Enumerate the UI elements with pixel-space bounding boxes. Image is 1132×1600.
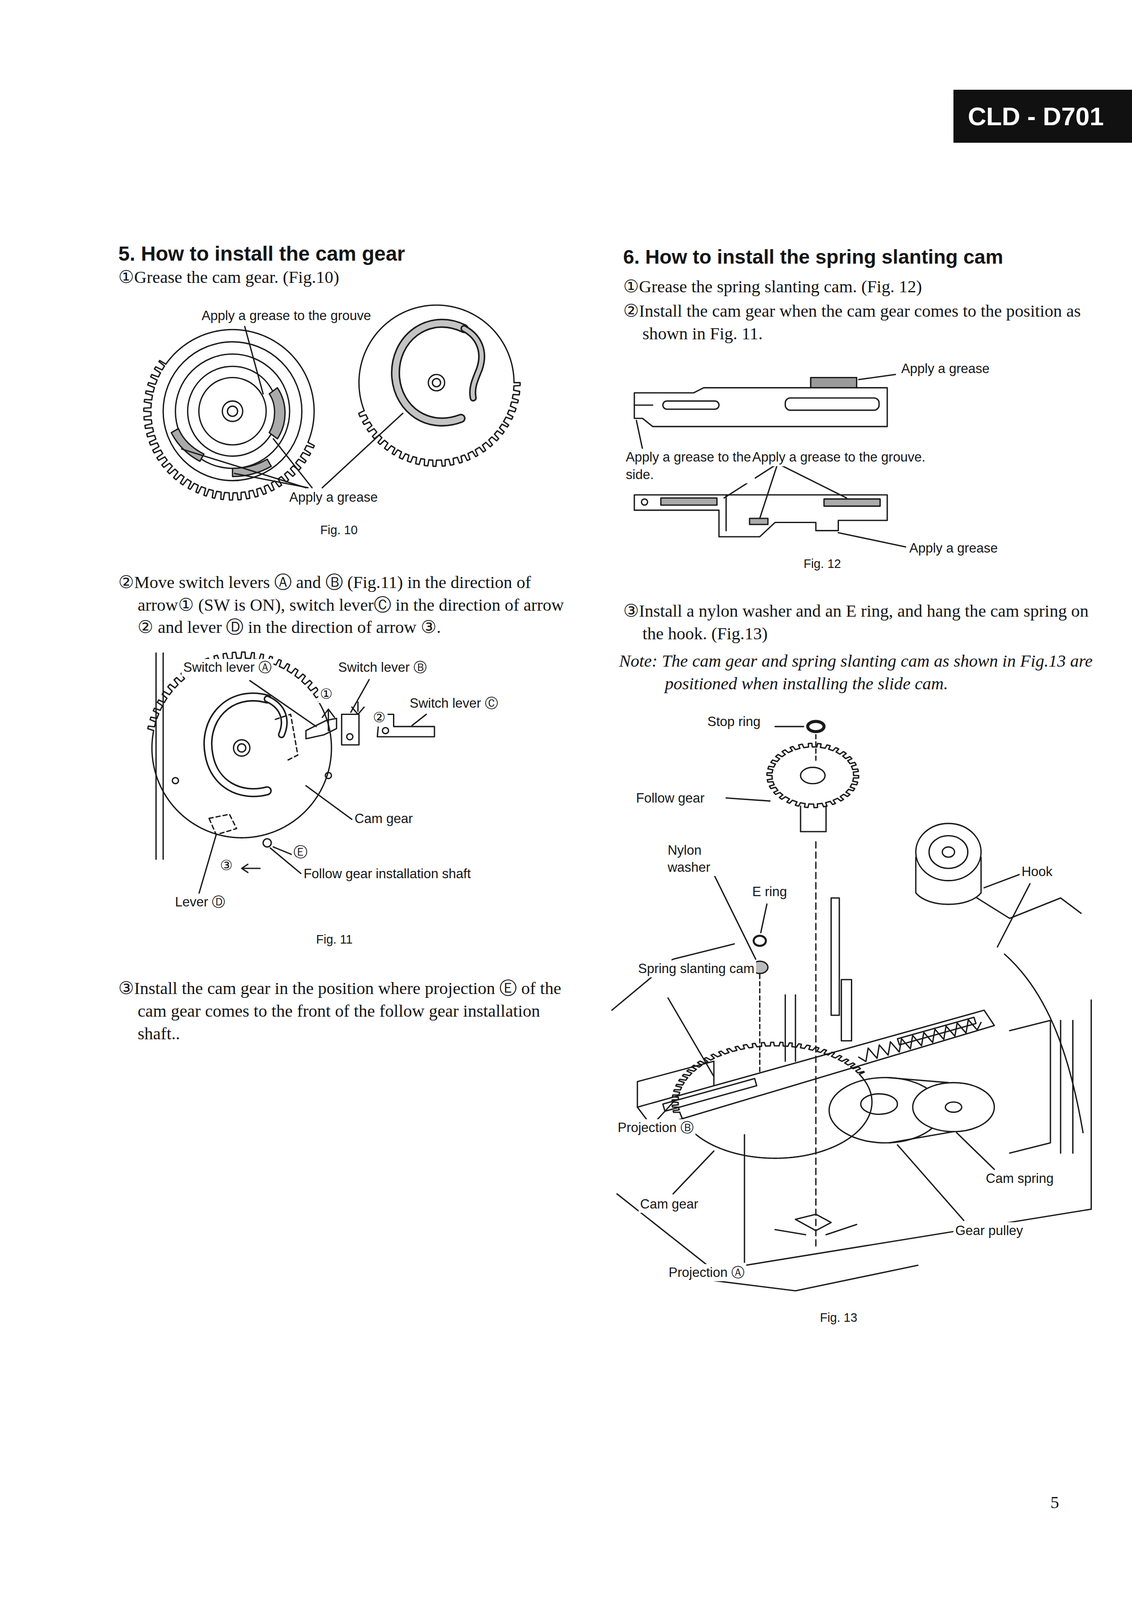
callout-number: ② <box>371 707 388 727</box>
part-label: Switch lever Ⓑ <box>336 658 429 676</box>
gear-outline <box>358 304 521 467</box>
grease-note: Apply a grease <box>907 539 1000 557</box>
grease-note: Apply a grease <box>287 488 380 506</box>
gear-outline <box>143 329 315 500</box>
mechanism-drawing <box>611 721 1091 1291</box>
section-heading: 6. How to install the spring slanting ca… <box>623 243 1124 270</box>
part-label: Cam gear <box>638 1195 701 1213</box>
step-text: ②Install the cam gear when the cam gear … <box>623 299 1103 346</box>
part-label: Switch lever Ⓒ <box>407 694 500 712</box>
cam-spring-coil <box>858 1019 981 1062</box>
model-number: CLD - D701 <box>967 101 1104 132</box>
callout-number: ① <box>318 684 335 703</box>
cam-gear-drawing <box>163 322 482 488</box>
step-text: ③Install the cam gear in the position wh… <box>118 976 575 1045</box>
callout-letter: Ⓔ <box>291 842 310 861</box>
part-label: Follow gear <box>634 789 707 807</box>
figure-number: Fig. 13 <box>819 1309 892 1326</box>
part-label: Projection Ⓑ <box>615 1118 696 1136</box>
step-text: ①Grease the cam gear. (Fig.10) <box>118 266 567 289</box>
part-label: Gear pulley <box>953 1221 1025 1239</box>
part-label: Follow gear installation shaft <box>302 865 473 883</box>
gear-outline <box>147 651 332 838</box>
switch-lever-drawing <box>155 652 435 894</box>
part-label: Cam gear <box>352 809 415 828</box>
step-text: ③Install a nylon washer and an E ring, a… <box>623 599 1103 646</box>
figure-number: Fig. 10 <box>320 522 392 538</box>
part-label: Projection Ⓐ <box>666 1263 747 1281</box>
figure-number: Fig. 12 <box>803 555 875 572</box>
part-label: Cam spring <box>984 1169 1056 1187</box>
grease-note: Apply a grease to the side. <box>624 448 755 484</box>
step-text: ①Grease the spring slanting cam. (Fig. 1… <box>623 275 1103 299</box>
part-label: Hook <box>1019 862 1054 880</box>
grease-note: Apply a grease to the grouve. <box>750 448 927 466</box>
note-text: Note: The cam gear and spring slanting c… <box>618 649 1109 696</box>
part-label: Spring slanting cam <box>636 959 757 977</box>
section-heading: 5. How to install the cam gear <box>118 240 567 267</box>
part-label: Lever Ⓓ <box>173 893 227 911</box>
step-text: ②Move switch levers Ⓐ and Ⓑ (Fig.11) in … <box>118 571 575 639</box>
header-band: CLD - D701 <box>953 89 1132 143</box>
part-label: Stop ring <box>705 712 763 731</box>
figure-number: Fig. 11 <box>316 931 388 948</box>
part-label: Switch lever Ⓐ <box>181 658 274 676</box>
grease-note: Apply a grease <box>899 360 992 378</box>
part-label: Nylon washer <box>665 841 734 877</box>
part-label: E ring <box>750 882 789 901</box>
callout-number: ③ <box>218 855 235 874</box>
grease-note: Apply a grease to the grouve <box>199 307 373 325</box>
page-number: 5 <box>1050 1490 1082 1514</box>
gear-outline <box>766 742 859 807</box>
gear-outline <box>671 1041 872 1158</box>
